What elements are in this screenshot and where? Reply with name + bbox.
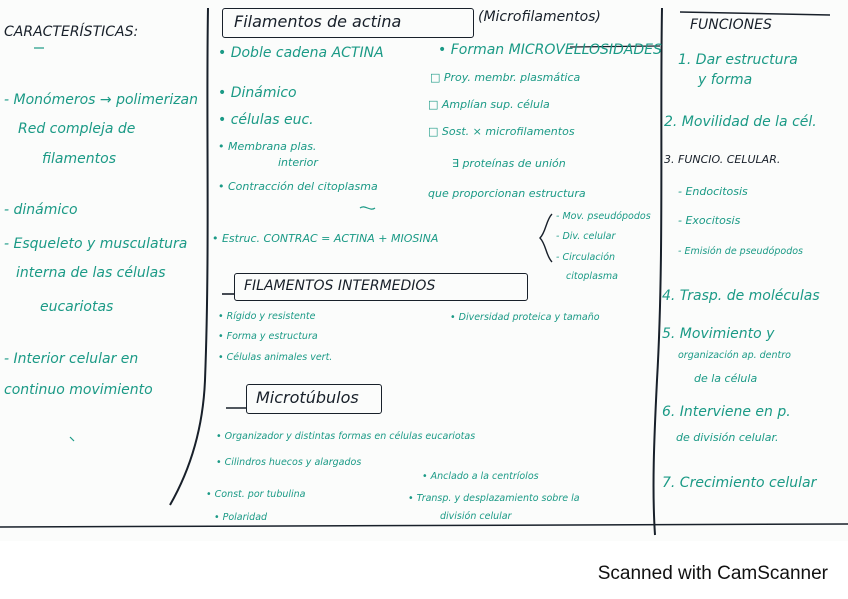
left-item: continuo movimiento [4,382,153,398]
functions-item: organización ap. dentro [678,350,791,361]
left-item: - dinámico [4,202,78,218]
functions-item: 4. Trasp. de moléculas [662,288,820,304]
microtubules-item: • Cilindros huecos y alargados [216,457,362,468]
notes-sheet: CARACTERÍSTICAS: - Monómeros → polimeriz… [0,7,848,536]
functions-item: - Endocitosis [678,185,748,198]
actin-aside: (Microfilamentos) [478,9,601,25]
actin-title: Filamentos de actina [234,12,402,31]
actin-item: □ Amplían sup. célula [428,98,550,111]
actin-item: - Mov. pseudópodos [556,211,651,222]
microtubules-item: • Const. por tubulina [206,489,306,500]
microtubules-item: • Anclado a la centríolos [422,471,539,482]
right-divider [652,7,663,536]
functions-item: 3. FUNCIO. CELULAR. [664,153,781,166]
left-item: interna de las células [16,265,166,281]
functions-item: - Emisión de pseudópodos [678,246,804,257]
divider-lines [0,7,848,536]
functions-item: de división celular. [676,431,779,444]
functions-item: 6. Interviene en p. [662,404,791,420]
intermediate-item: • Forma y estructura [218,331,318,342]
scanner-footer: Scanned with CamScanner [0,541,848,599]
microtubules-title: Microtúbulos [256,388,359,407]
actin-item: ∃ proteínas de unión [452,157,566,170]
microvellosidades-underline [569,45,661,48]
functions-item: y forma [698,72,753,88]
intermediate-item: • Diversidad proteica y tamaño [450,312,600,323]
left-item: filamentos [42,151,116,167]
top-rule [679,11,831,16]
intermediate-item: • Rígido y resistente [218,311,316,322]
actin-title-box [222,8,474,38]
functions-heading: FUNCIONES [690,17,772,33]
functions-item: 5. Movimiento y [662,326,775,342]
tick-mark [69,436,75,442]
actin-item: • Doble cadena ACTINA [218,45,384,61]
intermediate-title: FILAMENTOS INTERMEDIOS [244,278,436,294]
tilde-mark [359,206,376,210]
actin-item: □ Proy. membr. plasmática [430,71,581,84]
microtubules-item: • Transp. y desplazamiento sobre la [408,493,580,504]
actin-item: - Div. celular [556,231,616,242]
intermediate-item: • Células animales vert. [218,352,333,363]
actin-item: • Estruc. CONTRAC = ACTINA + MIOSINA [212,232,439,245]
actin-item: • Dinámico [218,85,297,101]
scanner-watermark: Scanned with CamScanner [597,563,828,584]
actin-item: citoplasma [566,271,618,282]
left-item: - Interior celular en [4,351,139,367]
actin-item: • Contracción del citoplasma [218,180,378,193]
actin-item: interior [278,156,318,169]
actin-item: • células euc. [218,112,314,128]
microtubules-title-box [246,384,382,414]
bottom-rule [0,523,848,528]
microtubules-item: • Organizador y distintas formas en célu… [216,431,476,442]
functions-item: 7. Crecimiento celular [662,475,817,491]
brace [539,213,553,263]
microtubules-item: • Polaridad [214,512,268,523]
functions-item: - Exocitosis [678,214,741,227]
actin-item: que proporcionan estructura [428,187,586,200]
left-item: eucariotas [40,299,114,315]
actin-item: • Membrana plas. [218,140,317,153]
left-divider [169,7,209,506]
actin-item: - Circulación [556,252,616,263]
left-item: - Monómeros → polimerizan [4,92,199,108]
microtubules-item: división celular [440,511,512,522]
intermediate-title-box [234,273,528,301]
functions-item: de la célula [694,372,758,385]
functions-item: 1. Dar estructura [678,52,798,68]
actin-item: • Forman MICROVELLOSIDADES [438,42,662,58]
functions-item: 2. Movilidad de la cél. [664,114,817,130]
actin-item: □ Sost. × microfilamentos [428,125,575,138]
characteristics-heading: CARACTERÍSTICAS: [4,24,139,40]
left-item: - Esqueleto y musculatura [4,236,188,252]
left-item: Red compleja de [18,121,136,137]
